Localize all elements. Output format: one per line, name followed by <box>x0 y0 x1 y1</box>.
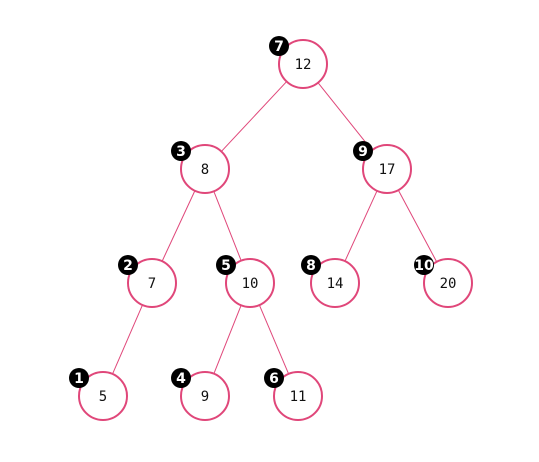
edge-n7-n5 <box>112 304 143 375</box>
order-badge <box>216 255 236 275</box>
order-badge-label: 1 <box>74 371 84 387</box>
order-badge <box>171 368 191 388</box>
node-value: 9 <box>201 389 209 405</box>
tree-node-10: 10 5 <box>216 255 275 308</box>
tree-node-9: 94 <box>171 368 230 421</box>
order-badge <box>353 141 373 161</box>
edge-n10-n11 <box>258 304 290 375</box>
order-badge-label: 7 <box>274 39 284 55</box>
tree-node-17: 17 9 <box>353 141 412 194</box>
edge-n17-n20 <box>397 189 438 263</box>
node-value: 17 <box>379 162 396 178</box>
node-circle <box>180 144 230 194</box>
node-circle <box>278 39 328 89</box>
order-badge <box>301 255 321 275</box>
edge-n8-n7 <box>161 190 196 262</box>
order-badge <box>264 368 284 388</box>
order-badge-label: 4 <box>176 371 186 387</box>
node-value: 14 <box>327 276 344 292</box>
edge-n12-n8 <box>221 81 287 152</box>
order-badge <box>171 141 191 161</box>
edge-n10-n9 <box>213 305 242 374</box>
order-badge <box>118 255 138 275</box>
tree-node-5: 51 <box>69 368 128 421</box>
tree-node-11: 11 6 <box>264 368 323 421</box>
node-circle <box>127 258 177 308</box>
edges-layer <box>112 81 438 375</box>
node-circle <box>273 371 323 421</box>
tree-node-12: 12 7 <box>269 36 328 89</box>
node-circle <box>78 371 128 421</box>
node-value: 7 <box>148 276 156 292</box>
order-badge <box>269 36 289 56</box>
node-value: 5 <box>99 389 107 405</box>
tree-node-7: 72 <box>118 255 177 308</box>
node-circle <box>362 144 412 194</box>
tree-node-14: 14 8 <box>301 255 360 308</box>
order-badge-label: 9 <box>358 144 368 160</box>
node-value: 10 <box>242 276 259 292</box>
order-badge-label: 6 <box>269 371 279 387</box>
node-circle <box>180 371 230 421</box>
node-value: 12 <box>295 57 312 73</box>
order-badge-label: 2 <box>123 258 133 274</box>
node-circle <box>310 258 360 308</box>
edge-n17-n14 <box>344 190 378 262</box>
order-badge <box>69 368 89 388</box>
order-badge-label: 8 <box>306 258 316 274</box>
order-badge-label: 5 <box>221 258 231 274</box>
node-circle <box>423 258 473 308</box>
node-value: 20 <box>440 276 457 292</box>
node-value: 8 <box>201 162 209 178</box>
order-badge <box>414 255 434 275</box>
node-circle <box>225 258 275 308</box>
node-value: 11 <box>290 389 307 405</box>
tree-node-8: 83 <box>171 141 230 194</box>
order-badge-label: 10 <box>414 258 434 274</box>
order-badge-label: 3 <box>176 144 186 160</box>
edge-n12-n17 <box>317 82 373 151</box>
edge-n8-n10 <box>213 191 242 261</box>
